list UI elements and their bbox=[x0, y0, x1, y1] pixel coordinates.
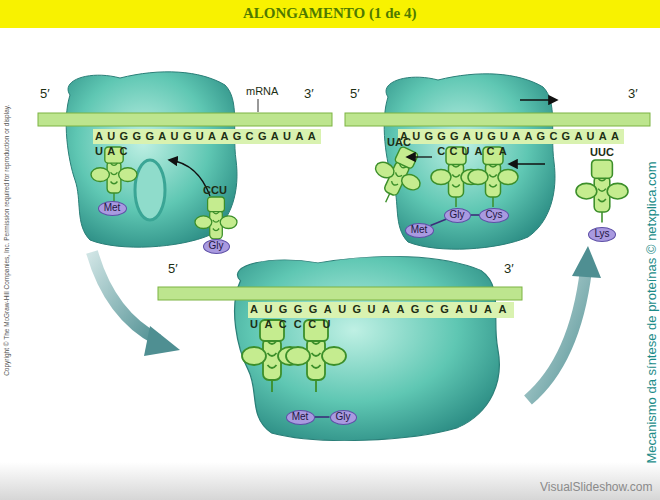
amino-acid-name: Met bbox=[411, 225, 428, 235]
anticodon: CCU bbox=[437, 146, 474, 157]
mrna-strand bbox=[38, 113, 650, 300]
big-arrow bbox=[92, 252, 158, 340]
big-arrow-head bbox=[144, 326, 180, 356]
small-arrow bbox=[408, 156, 432, 157]
trna-detail bbox=[268, 341, 277, 392]
end-label: 3′ bbox=[628, 87, 638, 100]
trna-detail bbox=[598, 178, 606, 222]
empty-a-site bbox=[135, 160, 165, 220]
trna-loop bbox=[607, 183, 628, 199]
big-arrow bbox=[528, 270, 586, 400]
amino-acid-oval: Lys bbox=[588, 227, 616, 242]
end-label: 5′ bbox=[40, 87, 50, 100]
amino-acid-oval: Met bbox=[98, 201, 127, 216]
codon-band bbox=[93, 129, 624, 318]
trna-detail bbox=[489, 165, 497, 208]
anticodon: UUC bbox=[590, 147, 614, 158]
watermark: Mecanismo da síntese de proteínas © netx… bbox=[644, 161, 657, 463]
small-arrow bbox=[510, 163, 545, 164]
trna-loop bbox=[220, 216, 237, 229]
small-arrow bbox=[520, 99, 556, 100]
amino-acid-name: Gly bbox=[209, 241, 224, 251]
trna-loop bbox=[468, 170, 488, 185]
trna-detail bbox=[452, 165, 460, 208]
amino-acid-oval: Gly bbox=[444, 208, 471, 223]
amino-acid-oval: Cys bbox=[479, 208, 509, 223]
amino-acid-oval: Met bbox=[286, 410, 315, 425]
big-arrow-head bbox=[572, 246, 601, 278]
end-label: 5′ bbox=[168, 262, 178, 275]
trna-loop bbox=[242, 347, 266, 365]
amino-acid-name: Gly bbox=[450, 210, 465, 220]
anticodon: ACA bbox=[474, 146, 511, 157]
trna-detail bbox=[111, 163, 118, 202]
footer-band bbox=[0, 462, 660, 500]
mrna-sequence: AUGGGAUGUAAGCGAUAA bbox=[250, 304, 513, 315]
anticodon: UAC bbox=[250, 319, 293, 330]
amino-acid-oval: Met bbox=[405, 223, 434, 238]
anticodon: UAC bbox=[95, 146, 132, 157]
title-band bbox=[0, 0, 660, 28]
trna-detail bbox=[382, 164, 406, 204]
trna-loop bbox=[431, 170, 451, 185]
watermark: VisualSlideshow.com bbox=[540, 481, 653, 493]
mrna-label: mRNA bbox=[246, 86, 278, 97]
trna-loop bbox=[119, 168, 137, 182]
trna-loop bbox=[399, 172, 422, 193]
trna-loop bbox=[373, 159, 396, 180]
trna-loop bbox=[322, 347, 346, 365]
amino-acid-name: Met bbox=[104, 203, 121, 213]
anticodon: CCU bbox=[203, 185, 227, 196]
trna-loop bbox=[195, 216, 212, 229]
leader-line bbox=[258, 99, 259, 112]
peptide-bond bbox=[315, 416, 330, 418]
amino-acid-name: Lys bbox=[594, 229, 609, 239]
trna-loop bbox=[576, 183, 597, 199]
trna-loop bbox=[286, 347, 310, 365]
trna-detail bbox=[312, 341, 321, 392]
peptide-bond bbox=[431, 219, 446, 225]
anticodon: UAC bbox=[387, 137, 411, 148]
trna-anticodon-arm bbox=[208, 197, 225, 212]
mrna-sequence: AUGGGAUGUAAGCGAUAA bbox=[400, 131, 623, 142]
amino-acid-oval: Gly bbox=[203, 239, 230, 254]
ribosome bbox=[66, 72, 237, 247]
trna bbox=[91, 147, 137, 202]
end-label: 3′ bbox=[504, 262, 514, 275]
trna-loop bbox=[91, 168, 109, 182]
anticodon: CCU bbox=[294, 319, 337, 330]
copyright-note: Copyright © The McGraw-Hill Companies, I… bbox=[5, 104, 12, 375]
ribosome bbox=[235, 256, 500, 440]
amino-acid-oval: Gly bbox=[330, 410, 357, 425]
mrna-sequence: AUGGGAUGUAAGCGAUAA bbox=[95, 131, 320, 142]
peptide-bond bbox=[471, 214, 480, 216]
trna bbox=[576, 160, 628, 222]
trna-loop bbox=[498, 170, 518, 185]
amino-acid-name: Cys bbox=[485, 210, 502, 220]
trna bbox=[468, 147, 518, 207]
trna-group bbox=[91, 140, 628, 392]
end-label: 3′ bbox=[304, 87, 314, 100]
trna-anticodon-arm bbox=[592, 160, 613, 178]
trna bbox=[364, 140, 432, 212]
end-label: 5′ bbox=[350, 87, 360, 100]
amino-acid-name: Met bbox=[292, 412, 309, 422]
slide-title: ALONGAMENTO (1 de 4) bbox=[243, 6, 416, 21]
trna bbox=[286, 320, 346, 392]
amino-acid-name: Gly bbox=[336, 412, 351, 422]
